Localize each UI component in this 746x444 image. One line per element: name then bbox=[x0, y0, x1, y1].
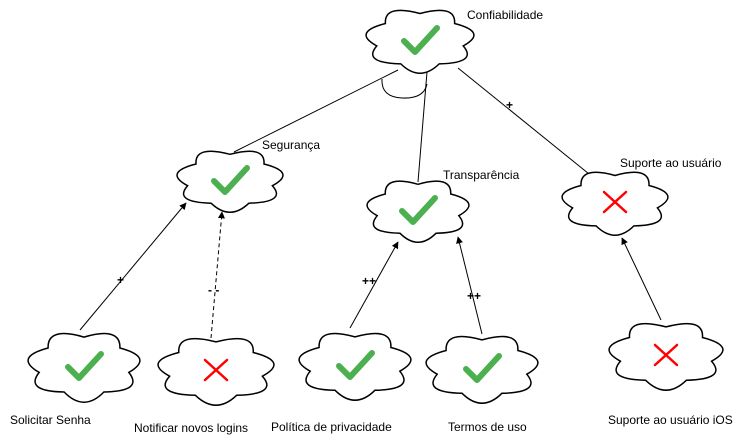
edge-label-politica: ++ bbox=[362, 274, 376, 288]
checkmark-icon bbox=[401, 25, 440, 55]
checkmark-icon bbox=[65, 351, 104, 381]
label-notificar-novos-logins: Notificar novos logins bbox=[134, 421, 248, 435]
edge-transparencia-confiabilidade bbox=[417, 71, 428, 183]
cloud-shape bbox=[157, 337, 275, 406]
softgoal-suporte-ao-usuario-ios[interactable] bbox=[608, 322, 724, 391]
checkmark-icon bbox=[336, 350, 375, 380]
label-suporte-ao-usuario: Suporte ao usuário bbox=[620, 156, 722, 170]
edge-politica-transparencia bbox=[349, 241, 399, 329]
cloud-shape bbox=[608, 322, 724, 391]
softgoal-seguranca[interactable] bbox=[176, 150, 284, 213]
checkmark-icon bbox=[463, 353, 502, 383]
node-labels: Confiabilidade Segurança Transparência S… bbox=[10, 8, 733, 435]
cloud-shape bbox=[366, 180, 470, 243]
edge-notificar-logins-seguranca bbox=[210, 211, 225, 339]
edge-suporte-confiabilidade bbox=[457, 67, 595, 179]
label-solicitar-senha: Solicitar Senha bbox=[10, 413, 91, 427]
cross-icon bbox=[602, 190, 628, 214]
edge-label-suporte-confiabilidade: + bbox=[506, 98, 513, 112]
and-decomposition-arc bbox=[381, 78, 428, 99]
cloud-shape bbox=[27, 332, 141, 403]
softgoal-suporte-ao-usuario[interactable] bbox=[561, 171, 669, 236]
softgoal-notificar-novos-logins[interactable] bbox=[157, 337, 275, 406]
cross-icon bbox=[203, 358, 229, 382]
label-politica-de-privacidade: Política de privacidade bbox=[271, 420, 392, 434]
nodes bbox=[27, 9, 724, 406]
label-termos-de-uso: Termos de uso bbox=[448, 420, 527, 434]
softgoal-confiabilidade[interactable] bbox=[365, 9, 475, 74]
edges bbox=[79, 67, 662, 339]
cloud-shape bbox=[365, 9, 475, 74]
cross-icon bbox=[653, 343, 679, 367]
edge-labels: + + - - ++ ++ bbox=[117, 98, 513, 303]
checkmark-icon bbox=[211, 165, 250, 195]
cloud-shape bbox=[425, 335, 539, 404]
label-suporte-ao-usuario-ios: Suporte ao usuário iOS bbox=[608, 413, 733, 427]
edge-label-notificar-logins: - - bbox=[208, 283, 219, 297]
edge-seguranca-confiabilidade bbox=[233, 69, 399, 153]
softgoal-solicitar-senha[interactable] bbox=[27, 332, 141, 403]
softgoal-politica-de-privacidade[interactable] bbox=[298, 332, 412, 401]
label-confiabilidade: Confiabilidade bbox=[467, 8, 543, 22]
edge-suporte-ios-suporte bbox=[621, 237, 662, 321]
cloud-shape bbox=[176, 150, 284, 213]
edge-termos-transparencia bbox=[456, 236, 483, 335]
cloud-shape bbox=[561, 171, 669, 236]
edge-solicitar-senha-seguranca bbox=[79, 202, 187, 331]
cloud-shape bbox=[298, 332, 412, 401]
softgoal-transparencia[interactable] bbox=[366, 180, 470, 243]
softgoal-termos-de-uso[interactable] bbox=[425, 335, 539, 404]
label-seguranca: Segurança bbox=[262, 138, 320, 152]
edge-label-solicitar-senha: + bbox=[117, 273, 124, 287]
checkmark-icon bbox=[399, 195, 438, 225]
label-transparencia: Transparência bbox=[443, 168, 520, 182]
edge-label-termos: ++ bbox=[467, 289, 481, 303]
